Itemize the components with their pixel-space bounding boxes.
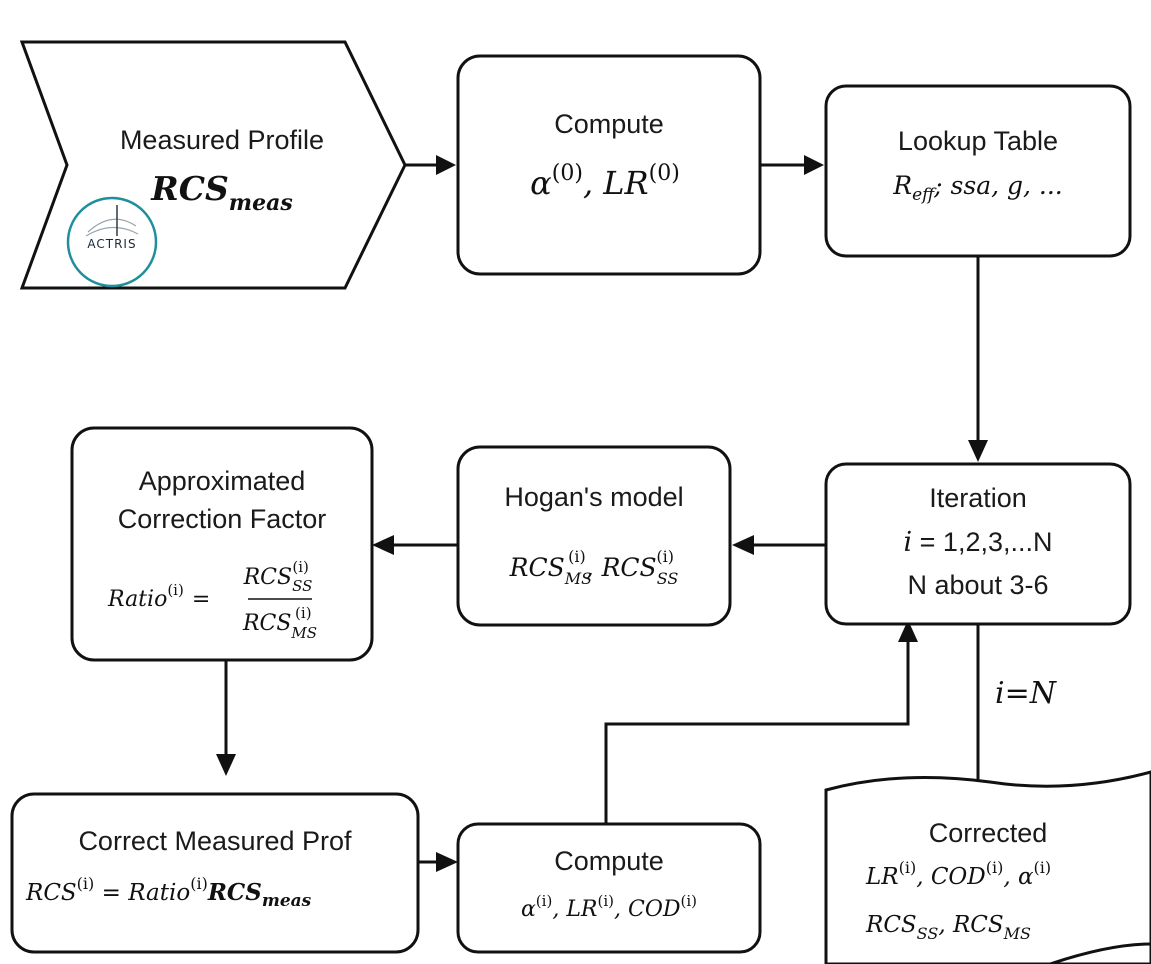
compute-iteration-formula: α(i), LR(i), COD(i) xyxy=(521,892,697,922)
correction-ratio-numerator: RCSSS(i) xyxy=(243,558,313,595)
correction-factor-box xyxy=(70,426,374,662)
node-compute-iteration: Compute α(i), LR(i), COD(i) xyxy=(456,822,762,954)
arrowhead-icon xyxy=(898,620,918,642)
actris-logo: ACTRIS xyxy=(66,196,158,288)
compute-initial-box xyxy=(456,54,762,276)
arrowhead-icon xyxy=(436,852,458,872)
actris-logo-text: ACTRIS xyxy=(87,237,136,251)
node-lookup-table: Lookup Table Reff; ssa, g, ... xyxy=(824,84,1132,258)
hogan-model-box xyxy=(456,445,732,627)
arrowhead-icon xyxy=(372,535,394,555)
compute-initial-formula: α(0), LR(0) xyxy=(530,161,680,202)
correction-ratio-denominator: RCSMS(i) xyxy=(242,604,317,642)
measured-profile-formula: RCSmeas xyxy=(150,169,292,216)
node-iteration: Iteration i = 1,2,3,...N N about 3-6 xyxy=(824,462,1132,626)
node-measured-profile: Measured Profile RCSmeas ACTRIS xyxy=(19,40,407,290)
corrected-output-title: Corrected xyxy=(929,818,1048,848)
corrected-output-wave-edge xyxy=(1049,942,1151,964)
node-hogan-model: Hogan's model RCSMS(i), RCSSS(i) xyxy=(456,445,732,627)
lookup-table-params: Reff; ssa, g, ... xyxy=(892,171,1063,205)
exit-condition-label: i=N xyxy=(995,676,1058,711)
correct-measured-profile-box xyxy=(10,792,420,954)
hogan-model-formula: RCSMS(i), RCSSS(i) xyxy=(509,547,679,588)
arrowhead-icon xyxy=(436,155,456,175)
measured-profile-title: Measured Profile xyxy=(120,125,324,155)
arrowhead-icon xyxy=(732,535,754,555)
node-compute-initial: Compute α(0), LR(0) xyxy=(456,54,762,276)
correction-factor-title-line1: Approximated xyxy=(139,466,306,496)
iteration-box xyxy=(824,462,1132,626)
compute-iteration-title: Compute xyxy=(554,846,664,876)
node-corrected-output: Corrected LR(i), COD(i), α(i) RCSSS, RCS… xyxy=(824,770,1151,964)
arrowhead-icon xyxy=(968,440,988,462)
corrected-output-shape xyxy=(824,770,1151,964)
compute-iteration-box xyxy=(456,822,762,954)
node-correction-factor: Approximated Correction Factor Ratio(i)=… xyxy=(70,426,374,662)
lookup-table-title: Lookup Table xyxy=(898,126,1058,156)
corrected-output-line2: LR(i), COD(i), α(i) xyxy=(865,858,1051,890)
lookup-table-box xyxy=(824,84,1132,258)
iteration-title: Iteration xyxy=(929,483,1027,513)
arrowhead-icon xyxy=(216,754,236,776)
correction-ratio-lhs: Ratio(i)= xyxy=(107,581,210,612)
compute-initial-title: Compute xyxy=(554,109,664,139)
hogan-model-title: Hogan's model xyxy=(504,482,683,512)
iteration-range: i = 1,2,3,...N xyxy=(904,527,1053,558)
correct-measured-profile-title: Correct Measured Prof xyxy=(78,826,352,856)
arrow-compute-i-to-iteration xyxy=(604,640,910,824)
node-correct-measured-profile: Correct Measured Prof RCS(i) = Ratio(i)R… xyxy=(10,792,420,954)
corrected-output-line3: RCSSS, RCSMS xyxy=(865,912,1031,943)
correct-measured-profile-formula: RCS(i) = Ratio(i)RCSmeas xyxy=(25,874,312,911)
iteration-count-note: N about 3-6 xyxy=(907,570,1048,600)
correction-factor-title-line2: Correction Factor xyxy=(118,504,327,534)
arrowhead-icon xyxy=(804,155,824,175)
